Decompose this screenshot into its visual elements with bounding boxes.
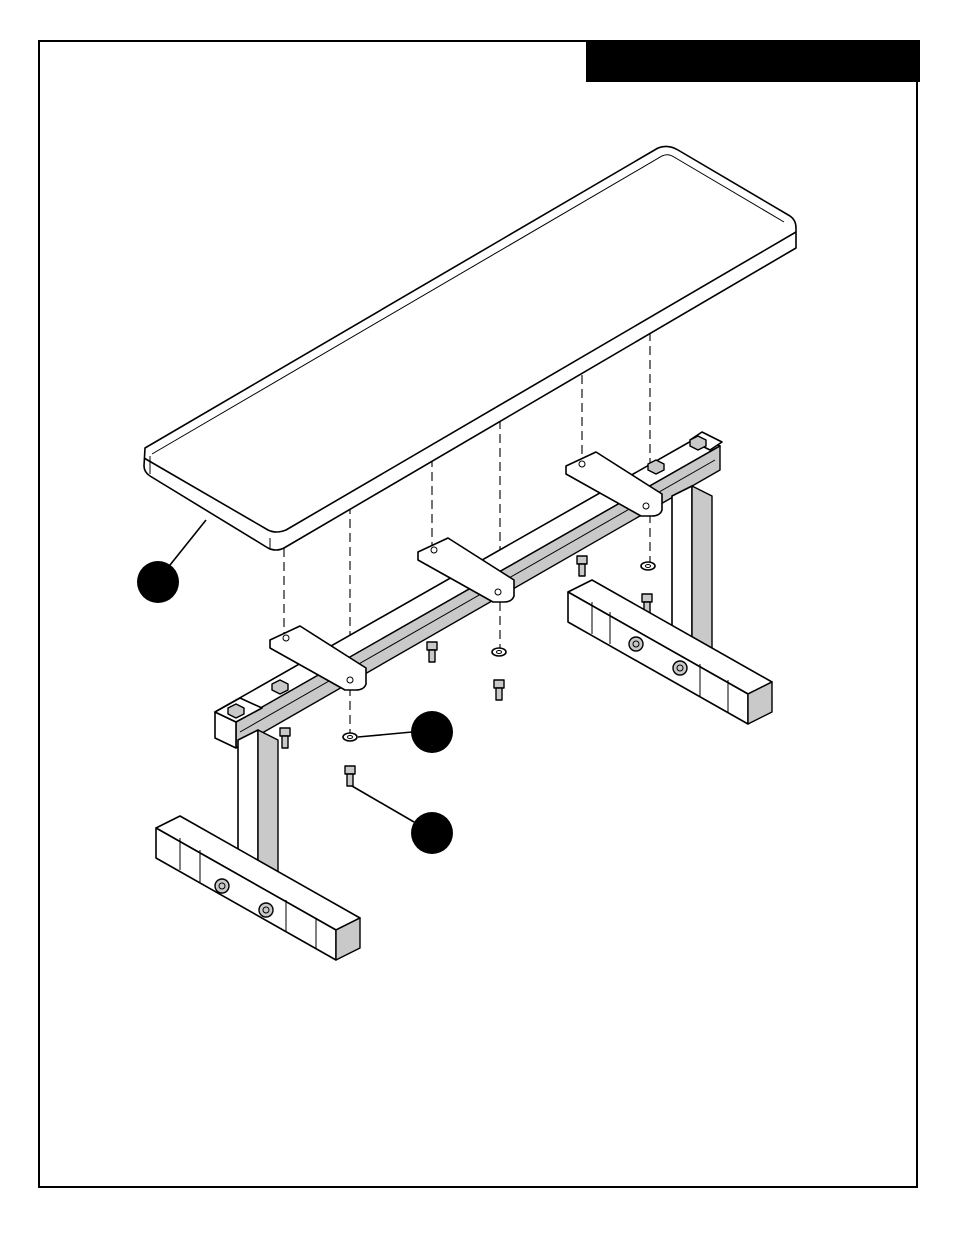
bolt-icon (228, 704, 244, 718)
bolt-icon (280, 728, 290, 748)
washer-callout (411, 711, 453, 753)
leg-left (156, 730, 360, 960)
bolt-callout (411, 812, 453, 854)
bolt-icon (648, 460, 664, 474)
washer-icon (641, 562, 655, 570)
bolt-icon (272, 680, 288, 694)
bolt-icon (577, 556, 587, 576)
bolt-icon (427, 642, 437, 662)
bolt-icon (494, 680, 504, 700)
bolt-icon (345, 766, 355, 786)
seat-pad-callout (137, 561, 179, 603)
washer-icon (492, 648, 506, 656)
washer-icon (343, 733, 357, 741)
bolt-icon (690, 436, 706, 450)
